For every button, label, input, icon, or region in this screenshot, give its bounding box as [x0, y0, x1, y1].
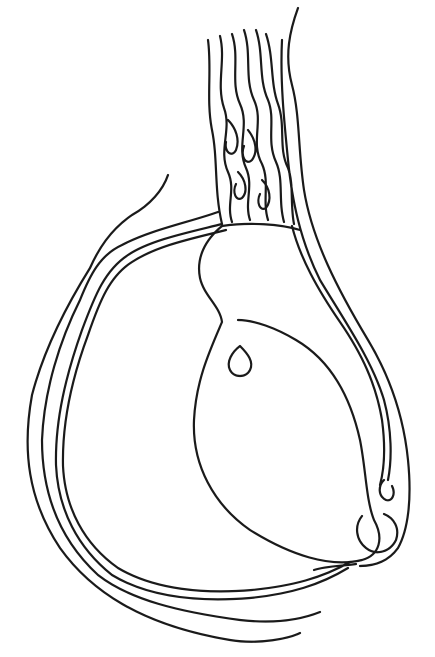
cord-loop-2: [243, 130, 256, 162]
teardrop-structure: [229, 346, 252, 376]
organ-body-outline: [194, 226, 379, 562]
appendage-inner-loop: [380, 480, 394, 500]
outer-sac-inner-outline: [42, 212, 320, 622]
cord-strand-1: [220, 36, 232, 222]
cord-loop-3: [234, 172, 245, 199]
duct-outer-edge: [288, 8, 409, 566]
cord-left-edge: [208, 40, 222, 224]
inner-layer-outline: [56, 224, 348, 599]
duct-inner-edge-2: [292, 226, 384, 485]
inner-layer-second-outline: [63, 230, 350, 591]
organ-upper-lobe: [222, 224, 300, 230]
duct-inner-edge: [281, 40, 390, 480]
cord-strand-3: [244, 30, 268, 220]
cord-loop-4: [258, 180, 269, 209]
